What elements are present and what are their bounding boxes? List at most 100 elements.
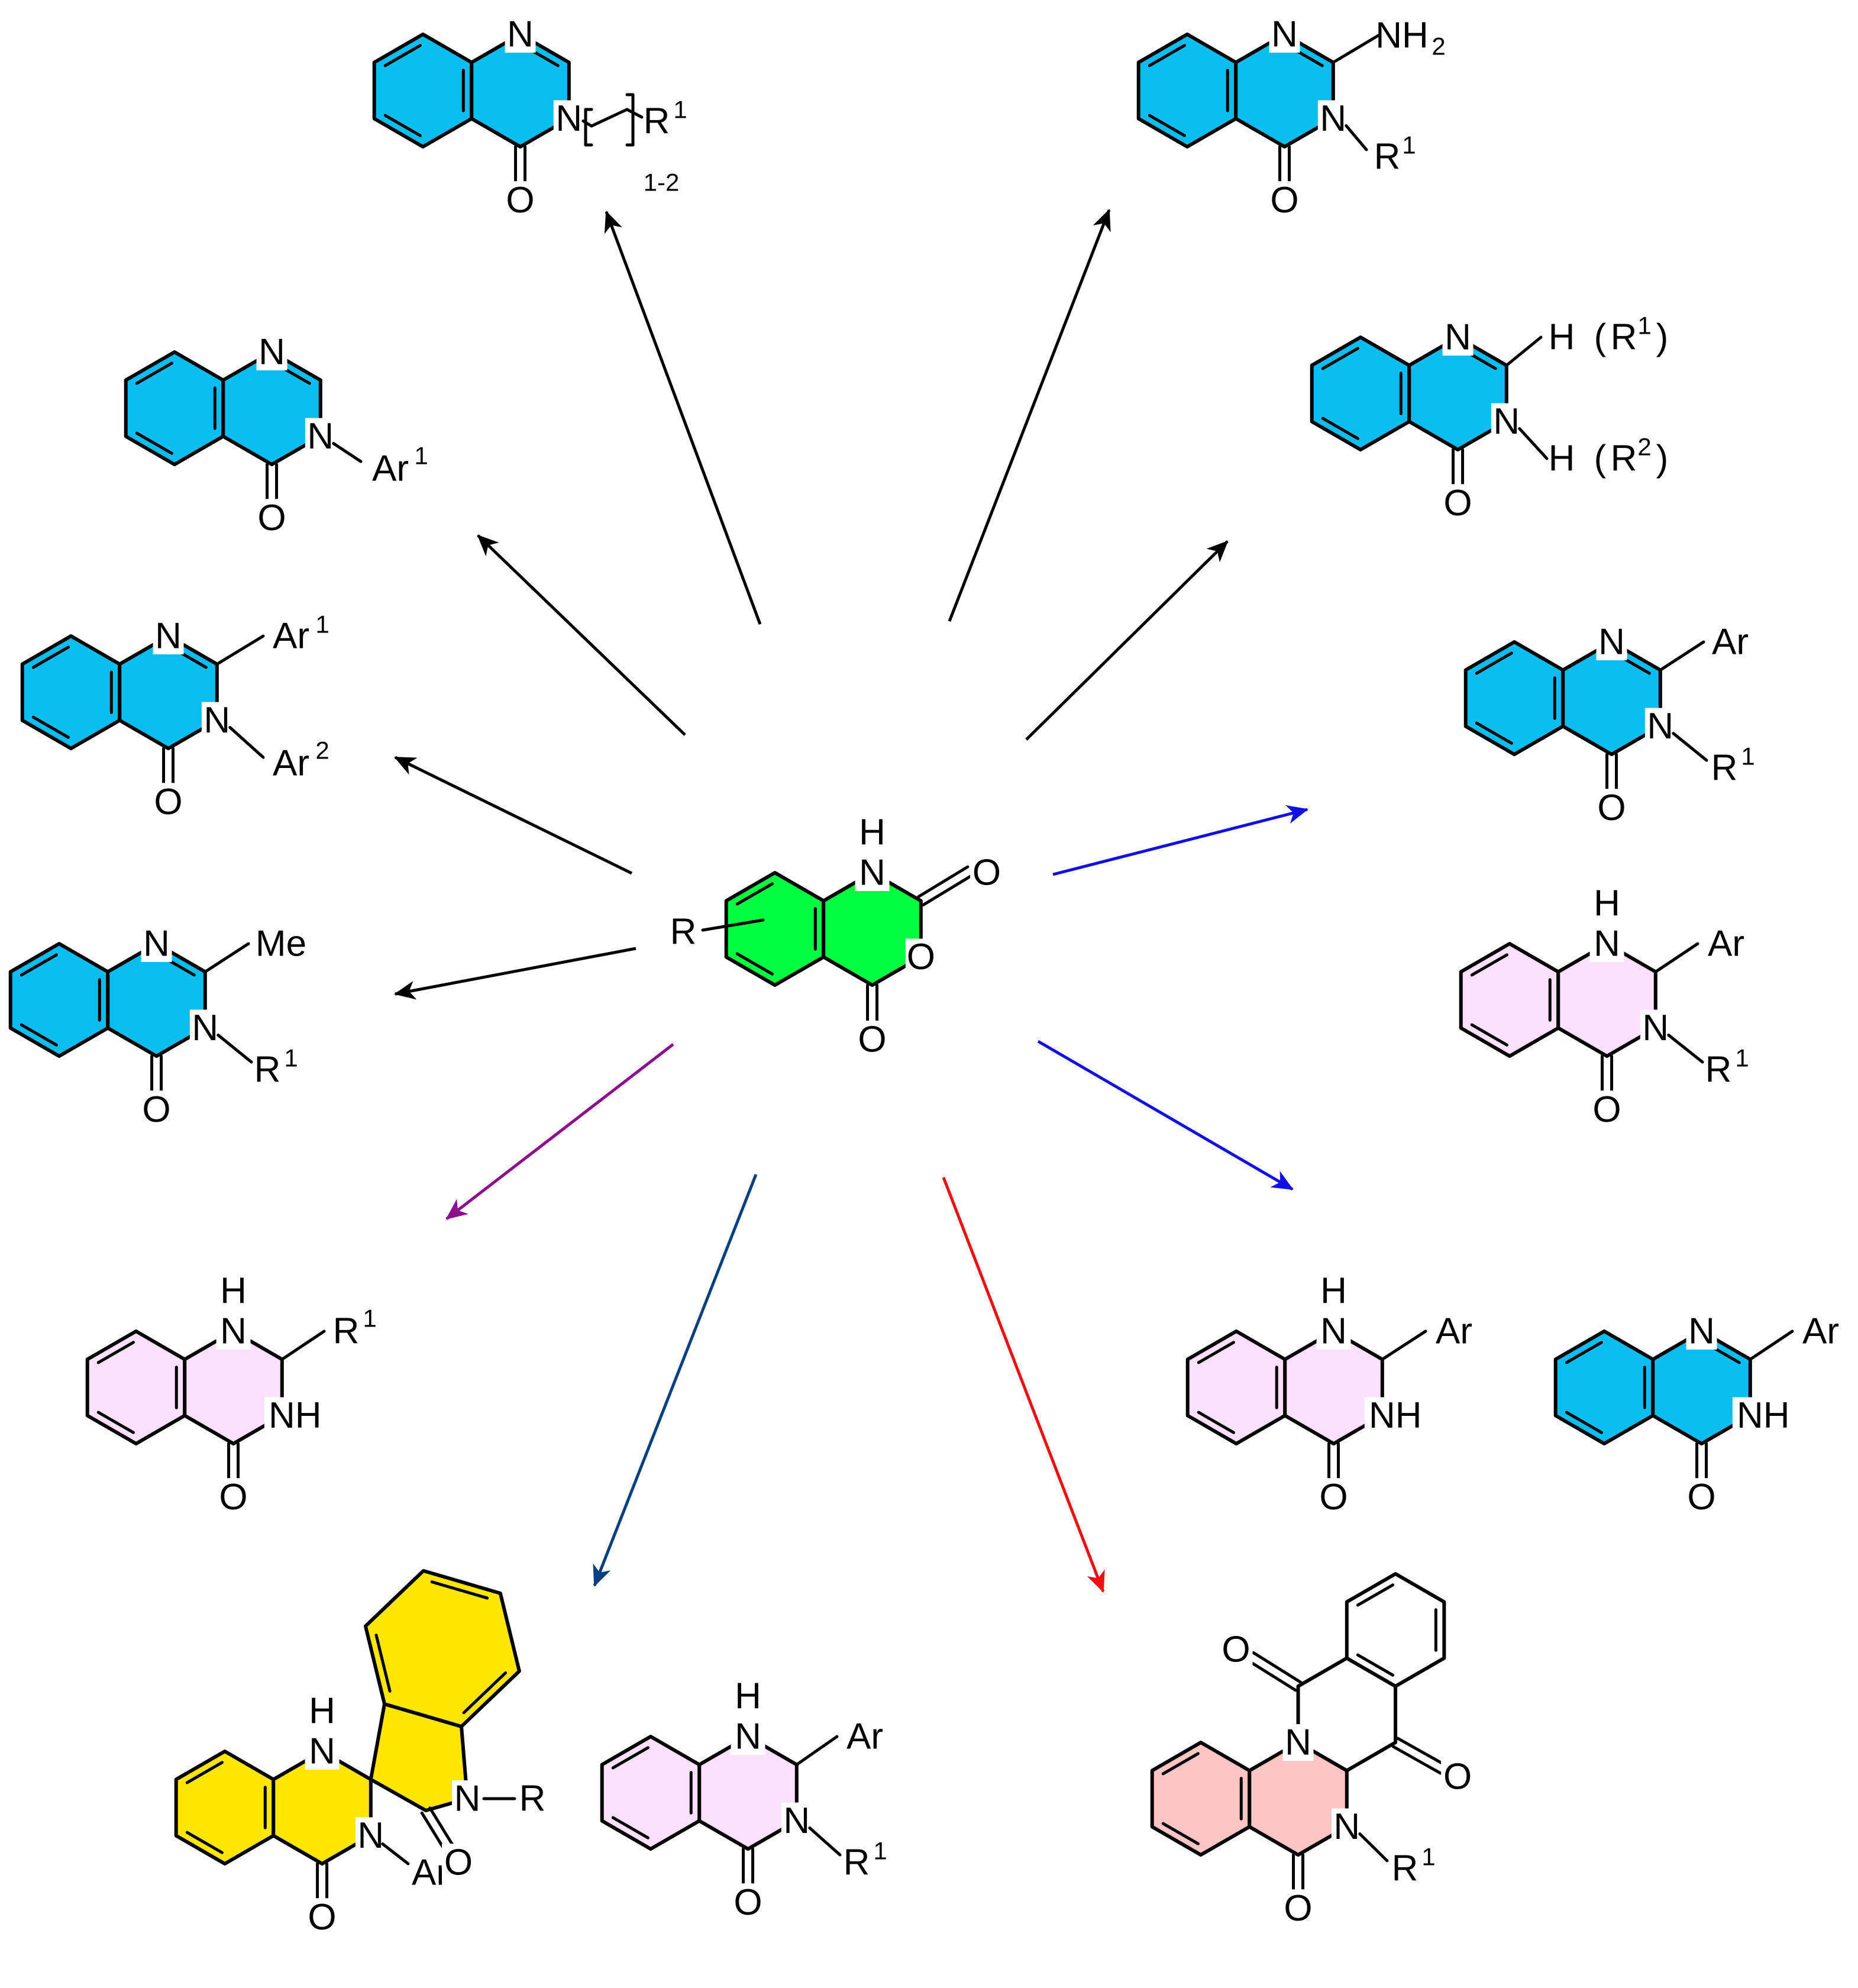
ar1-superscript: 1	[414, 442, 428, 470]
arrow-to-2-aryl-3-alkyl-quinazolinone	[1052, 805, 1308, 876]
n3-label: N	[203, 700, 230, 741]
carbonyl-oxygen-label: O	[506, 180, 534, 221]
r1-superscript: 1	[1421, 1843, 1435, 1871]
arrow-to-aryl-quinazolinone	[477, 534, 686, 736]
r1-label: R	[254, 1050, 281, 1090]
ar1-label: Ar	[273, 616, 309, 657]
r1-label: R	[333, 1311, 360, 1352]
ar-label: Ar	[846, 1716, 883, 1757]
ar2-superscript: 2	[315, 737, 329, 764]
carbonyl-oxygen-label: O	[733, 1882, 762, 1923]
arrow-to-alkyl-quinazolinone	[604, 211, 762, 625]
oxindole-carbonyl-oxygen: O	[444, 1842, 473, 1883]
methyl-label: Me	[256, 924, 306, 964]
r1-superscript: 1	[1741, 743, 1754, 770]
n3-nh-label: NH	[1737, 1395, 1790, 1436]
n3-label: N	[1333, 1806, 1360, 1847]
arrow-to-dihydro-pair	[1037, 1040, 1294, 1191]
r2-open-paren: (	[1594, 438, 1607, 479]
carbonyl-oxygen-label: O	[1270, 180, 1298, 221]
carbonyl-oxygen-label: O	[219, 1477, 247, 1518]
n1-label: N	[1594, 924, 1620, 964]
ar-label: Ar	[1708, 924, 1744, 964]
n1-label: N	[1320, 1311, 1347, 1352]
n3-label: N	[783, 1800, 810, 1841]
r2-close-paren: )	[1656, 438, 1669, 479]
r1-label: R	[1374, 137, 1401, 178]
nh2-label: NH	[1375, 15, 1429, 56]
fused-isoquinolino-quinazolinone: ONNR1OON	[1150, 1572, 1475, 1929]
carbonyl-left-oxygen: O	[1222, 1629, 1250, 1670]
r-substituent-label: R	[670, 912, 697, 953]
r2-superscript: 2	[1637, 433, 1651, 461]
n1-label: N	[1598, 622, 1625, 663]
n3-nh-label: NH	[1369, 1395, 1422, 1436]
r1-close-paren: )	[1656, 317, 1669, 358]
carbonyl-right-oxygen: O	[1443, 1757, 1472, 1797]
carbonyl-oxygen-label: O	[1443, 483, 1472, 524]
chain-length-label: 1-2	[644, 169, 680, 196]
r2-label: R	[1611, 438, 1637, 479]
n1-label: N	[258, 332, 285, 373]
n1-label: N	[1688, 1311, 1715, 1352]
n1-label: N	[1445, 317, 1471, 358]
n3-label: N	[1647, 706, 1673, 747]
n1-hydrogen-label: H	[309, 1691, 335, 1732]
carbonyl-oxygen-label: O	[1284, 1888, 1312, 1929]
ar-label: Ar	[1802, 1311, 1839, 1352]
n3-label: N	[555, 98, 582, 139]
n-label: N	[859, 853, 886, 893]
oxindole-n-label: N	[454, 1779, 481, 1819]
r1-label: R	[844, 1842, 870, 1883]
arrow-to-aminoquinazolinone	[948, 209, 1111, 622]
quinazolinone-2-aryl-nh: O N NH Ar	[1553, 1311, 1839, 1518]
ar2-label: Ar	[273, 743, 309, 784]
nh-hydrogen-label: H	[859, 812, 886, 853]
r1-superscript: 1	[1637, 312, 1651, 340]
n3-label: N	[1320, 98, 1346, 139]
r1-open-paren: (	[1594, 317, 1607, 358]
arrow-to-dihydro-nh	[445, 1043, 674, 1220]
h-n3-label: H	[1549, 438, 1575, 479]
ar1-label: Ar	[372, 448, 409, 489]
n-bridge-label-top: N	[1285, 1722, 1311, 1763]
n3-label: N	[1493, 401, 1520, 442]
n1-label: N	[155, 616, 182, 657]
r1-superscript: 1	[873, 1837, 887, 1865]
carbonyl-oxygen-label: O	[1319, 1477, 1348, 1518]
ar1-superscript: 1	[315, 611, 329, 638]
n1-hydrogen-label: H	[735, 1676, 761, 1717]
r1-superscript: 1	[1402, 131, 1416, 159]
n1-label: N	[309, 1731, 335, 1772]
n3-label: N	[192, 1008, 218, 1048]
ar-label: Ar	[1712, 622, 1749, 663]
n1-label: N	[735, 1716, 761, 1757]
n3-label: N	[307, 416, 334, 457]
n1-hydrogen-label: H	[1320, 1271, 1347, 1312]
carbonyl-top-oxygen: O	[972, 853, 1001, 893]
r1-label: R	[644, 101, 670, 142]
carbonyl-oxygen-label: O	[154, 782, 182, 822]
carbonyl-oxygen-label: O	[257, 498, 286, 538]
r1-label: R	[1611, 317, 1637, 358]
n1-label: N	[507, 14, 534, 55]
r1-superscript: 1	[363, 1305, 376, 1332]
n3-nh-label: NH	[269, 1395, 322, 1436]
carbonyl-oxygen-label: O	[142, 1089, 170, 1130]
carbonyl-oxygen-label: O	[1687, 1477, 1715, 1518]
r1-label: R	[1705, 1050, 1732, 1090]
arrow-to-parent-quinazolinone	[1025, 540, 1229, 741]
n-r-label: R	[519, 1779, 546, 1819]
